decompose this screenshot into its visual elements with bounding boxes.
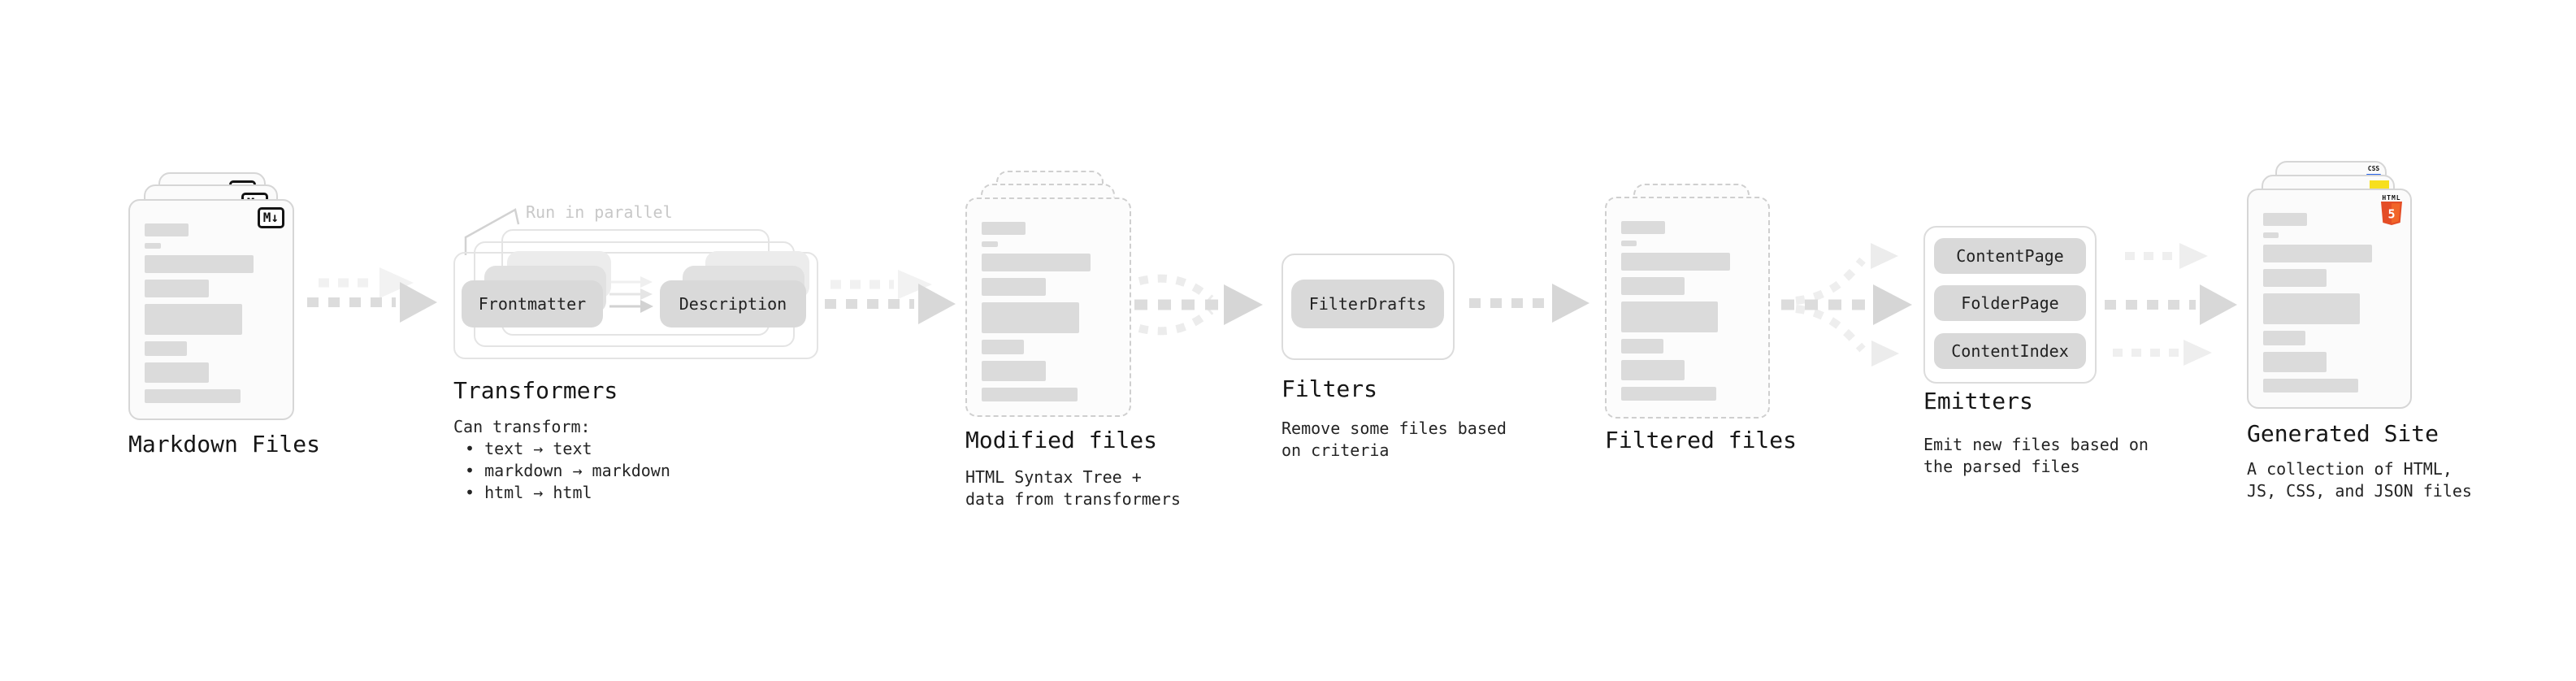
filterdrafts-pill: FilterDrafts (1291, 280, 1444, 328)
content-line-bar (145, 362, 209, 383)
content-line-bar (1620, 387, 1717, 401)
emitter-folderpage-pill: FolderPage (1934, 285, 2086, 321)
content-line-bar (982, 361, 1046, 381)
content-line-bar (982, 388, 1078, 401)
markdown-files-title: Markdown Files (128, 431, 321, 458)
content-line-bar (145, 223, 189, 236)
file-content-lines (982, 222, 1115, 401)
content-line-bar (145, 389, 241, 403)
transformer-frontmatter-pill: Frontmatter (462, 280, 603, 327)
file-content-lines (2262, 213, 2396, 393)
content-line-bar (2262, 331, 2306, 345)
markdown-icon: M↓ (257, 207, 284, 228)
content-line-bar (2262, 213, 2307, 226)
bullet-item: • text → text (465, 439, 592, 458)
content-line-bar (2262, 352, 2327, 372)
modified-files-desc: HTML Syntax Tree + data from transformer… (965, 467, 1181, 509)
file-content-lines (145, 223, 278, 403)
content-line-bar (145, 255, 254, 273)
emitters-desc: Emit new files based on the parsed files (1923, 435, 2149, 476)
filters-desc: Remove some files based on criteria (1281, 419, 1507, 460)
content-line-bar (1620, 221, 1665, 234)
generated-file-card-front: HTML 5 (2247, 189, 2412, 409)
content-line-bar (2262, 379, 2359, 393)
bullet-item: • html → html (465, 483, 592, 502)
bullet-item: • markdown → markdown (465, 461, 670, 480)
content-line-bar (2262, 232, 2279, 238)
svg-text:5: 5 (2387, 207, 2395, 222)
generated-site-desc: A collection of HTML, JS, CSS, and JSON … (2247, 459, 2472, 501)
run-in-parallel-label: Run in parallel (526, 202, 673, 222)
content-line-bar (1620, 360, 1685, 380)
html5-shield: 5 (2381, 202, 2402, 225)
content-line-bar (982, 222, 1026, 235)
transformers-desc-heading: Can transform: (453, 417, 591, 436)
content-line-bar (1620, 241, 1637, 246)
content-line-bar (2262, 245, 2372, 262)
content-line-bar (1620, 277, 1685, 295)
emitter-contentpage-pill: ContentPage (1934, 238, 2086, 274)
node-filtered-files: Filtered files (1605, 184, 1849, 492)
node-emitters: ContentPage FolderPage ContentIndex Emit… (1923, 226, 2184, 502)
content-line-bar (2262, 293, 2361, 324)
modified-files-title: Modified files (965, 427, 1158, 453)
node-markdown-files: M↓ M↓ M↓ Markdown Files (128, 172, 356, 481)
content-line-bar (145, 304, 242, 335)
content-line-bar (1620, 339, 1664, 354)
filtered-file-card-front (1605, 197, 1770, 419)
emitter-contentindex-pill: ContentIndex (1934, 333, 2086, 369)
content-line-bar (145, 280, 209, 297)
node-transformers: Run in parallel Frontmatter Description … (453, 202, 860, 510)
transformer-description-pill: Description (660, 280, 806, 327)
node-filters: FilterDrafts Filters Remove some files b… (1281, 254, 1542, 497)
content-line-bar (982, 278, 1046, 296)
transformers-bullet-list: • text → text • markdown → markdown • ht… (465, 438, 670, 504)
generated-site-title: Generated Site (2247, 420, 2439, 447)
javascript-file-icon (2370, 180, 2389, 190)
content-line-bar (145, 341, 188, 356)
content-line-bar (982, 302, 1079, 333)
node-generated-site: CSS HTML 5 Generated Site A collection o… (2247, 161, 2515, 502)
content-line-bar (1620, 253, 1730, 271)
content-line-bar (1620, 301, 1719, 332)
html5-file-icon: HTML 5 (2381, 194, 2402, 228)
node-modified-files: Modified files HTML Syntax Tree + data f… (965, 171, 1209, 512)
content-line-bar (982, 340, 1025, 354)
transformer-box-front (453, 252, 818, 359)
content-line-bar (2262, 269, 2327, 287)
transformers-title: Transformers (453, 377, 618, 404)
modified-file-card-front (965, 197, 1131, 417)
content-line-bar (145, 243, 161, 249)
emitters-title: Emitters (1923, 388, 2033, 414)
filters-title: Filters (1281, 375, 1378, 402)
file-content-lines (1620, 221, 1754, 401)
content-line-bar (982, 241, 998, 247)
content-line-bar (982, 254, 1091, 271)
filtered-files-title: Filtered files (1605, 427, 1798, 453)
markdown-file-card-front: M↓ (128, 199, 294, 420)
